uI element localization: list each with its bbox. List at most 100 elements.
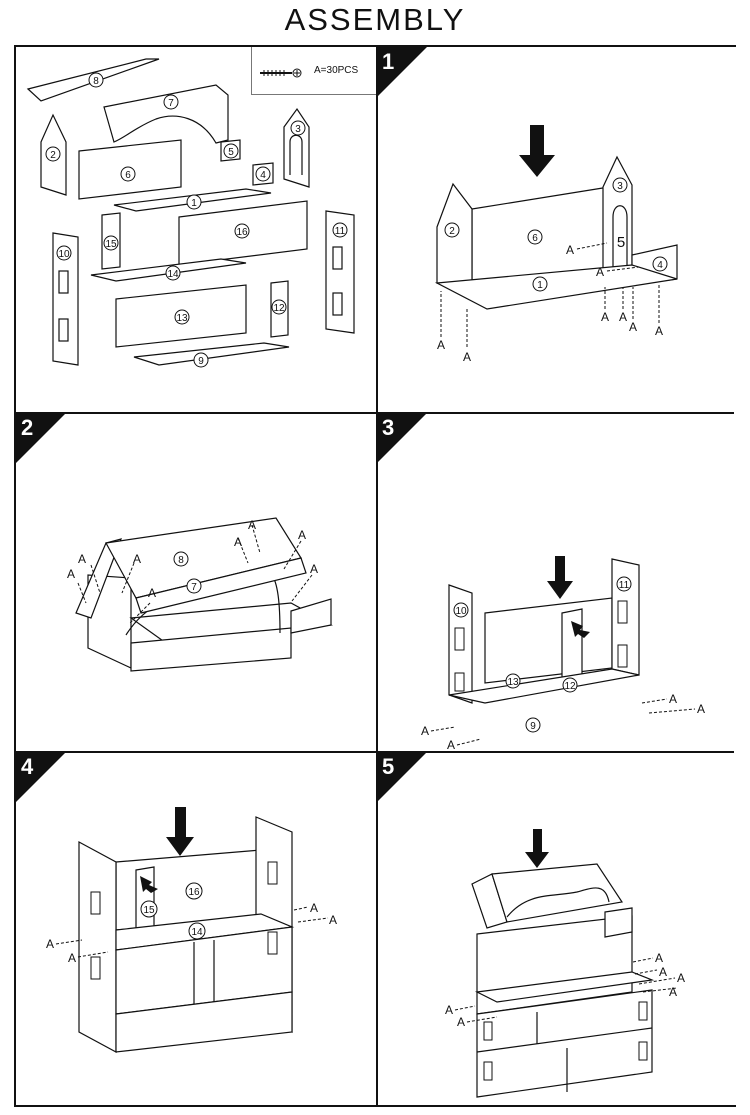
- step-5-number: 5: [382, 754, 395, 779]
- step-2-drawing: 8 7 A A A A A A A A: [67, 517, 333, 672]
- svg-text:A: A: [601, 310, 609, 324]
- part-9: [133, 342, 290, 366]
- svg-text:A: A: [669, 985, 677, 999]
- svg-text:13: 13: [507, 677, 519, 688]
- screw-icon: [260, 68, 302, 78]
- svg-text:A: A: [655, 324, 663, 338]
- svg-text:2: 2: [449, 226, 455, 237]
- svg-text:14: 14: [167, 269, 179, 280]
- svg-text:A: A: [310, 562, 318, 576]
- svg-text:A: A: [457, 1015, 465, 1029]
- part-7: [103, 84, 229, 144]
- svg-text:9: 9: [530, 721, 536, 732]
- svg-text:A: A: [669, 692, 677, 706]
- svg-text:10: 10: [455, 606, 467, 617]
- svg-text:A: A: [421, 724, 429, 738]
- step-5-drawing: A A A A A A: [445, 829, 685, 1098]
- svg-text:11: 11: [619, 580, 630, 591]
- svg-text:A: A: [248, 518, 256, 532]
- svg-text:A: A: [463, 350, 471, 364]
- svg-text:13: 13: [176, 313, 188, 324]
- screw-legend: A=30PCS: [251, 47, 377, 95]
- svg-text:6: 6: [125, 170, 131, 181]
- svg-text:A: A: [78, 552, 86, 566]
- grid-divider-row-1: [16, 412, 734, 414]
- svg-text:6: 6: [532, 233, 538, 244]
- grid-divider-vertical: [376, 47, 378, 1105]
- svg-text:4: 4: [260, 170, 266, 181]
- svg-text:5: 5: [617, 234, 625, 251]
- svg-text:A: A: [329, 913, 337, 927]
- svg-text:A: A: [67, 567, 75, 581]
- svg-text:A: A: [629, 320, 637, 334]
- parts-drawing: 8 7 2 6 5 4 3 1 16 15 14 13 12 9 10 11: [26, 58, 355, 368]
- svg-text:7: 7: [168, 98, 174, 109]
- step-4-number: 4: [21, 754, 34, 779]
- svg-text:1: 1: [537, 280, 543, 291]
- step-3-badge: [377, 413, 427, 463]
- step-4-badge: [16, 752, 66, 802]
- step-1-badge: [377, 47, 427, 97]
- step-4-panel: 16 15 14 A A A A 4: [16, 752, 377, 1105]
- svg-text:14: 14: [191, 927, 203, 938]
- step-2-badge: [16, 413, 66, 463]
- svg-text:A: A: [697, 702, 705, 716]
- svg-text:15: 15: [105, 239, 117, 250]
- svg-text:4: 4: [657, 260, 663, 271]
- svg-text:A: A: [437, 338, 445, 352]
- svg-text:A: A: [310, 901, 318, 915]
- down-arrow-icon: [519, 125, 555, 177]
- svg-text:A: A: [445, 1003, 453, 1017]
- svg-text:3: 3: [617, 181, 623, 192]
- step-3-number: 3: [382, 415, 395, 440]
- step-4-drawing: 16 15 14 A A A A: [46, 807, 337, 1054]
- svg-text:A: A: [148, 586, 156, 600]
- svg-text:3: 3: [295, 124, 301, 135]
- svg-text:A: A: [566, 243, 574, 257]
- part-labels: 8 7 2 6 5 4 3 1 16 15 14 13 12 9 10 11: [45, 72, 348, 368]
- svg-text:A: A: [659, 965, 667, 979]
- svg-text:A: A: [234, 535, 242, 549]
- svg-text:2: 2: [50, 150, 56, 161]
- svg-text:15: 15: [143, 905, 155, 916]
- svg-text:A: A: [596, 265, 604, 279]
- step-3-panel: 10 11 13 12 9 A A A A 3: [377, 413, 736, 752]
- svg-text:A: A: [655, 951, 663, 965]
- svg-text:8: 8: [93, 76, 99, 87]
- insert-arrow-icon: [571, 621, 590, 638]
- grid-divider-row-2: [16, 751, 734, 753]
- svg-text:16: 16: [188, 887, 200, 898]
- svg-text:1: 1: [191, 198, 197, 209]
- svg-text:12: 12: [564, 681, 576, 692]
- svg-text:A: A: [619, 310, 627, 324]
- parts-overview-panel: A=30PCS: [16, 47, 377, 413]
- insert-arrow-icon: [140, 876, 158, 893]
- step-1-panel: 2 6 3 1 4 5 A A A A: [377, 47, 736, 413]
- svg-text:16: 16: [236, 227, 248, 238]
- svg-text:A: A: [133, 552, 141, 566]
- step-2-panel: 8 7 A A A A A A A A: [16, 413, 377, 752]
- svg-text:A: A: [46, 937, 54, 951]
- svg-text:12: 12: [273, 303, 285, 314]
- svg-text:11: 11: [335, 226, 346, 237]
- page-title: ASSEMBLY: [284, 2, 466, 37]
- svg-text:9: 9: [198, 356, 204, 367]
- svg-text:8: 8: [178, 555, 184, 566]
- step-1-number: 1: [382, 49, 395, 74]
- svg-text:A: A: [68, 951, 76, 965]
- step-5-panel: A A A A A A 5: [377, 752, 736, 1105]
- assembly-grid: A=30PCS: [14, 45, 736, 1107]
- step-1-drawing: 2 6 3 1 4 5 A A A A: [434, 125, 678, 364]
- down-arrow-icon: [166, 807, 194, 856]
- step-3-drawing: 10 11 13 12 9 A A A A: [421, 556, 705, 752]
- svg-text:10: 10: [58, 249, 70, 260]
- screw-count-label: A=30PCS: [314, 65, 359, 76]
- step-2-number: 2: [21, 415, 34, 440]
- step-5-badge: [377, 752, 427, 802]
- svg-text:A: A: [447, 738, 455, 752]
- svg-text:5: 5: [228, 147, 234, 158]
- svg-text:A: A: [677, 971, 685, 985]
- svg-text:A: A: [298, 528, 306, 542]
- down-arrow-icon: [525, 829, 549, 868]
- down-arrow-icon: [547, 556, 573, 599]
